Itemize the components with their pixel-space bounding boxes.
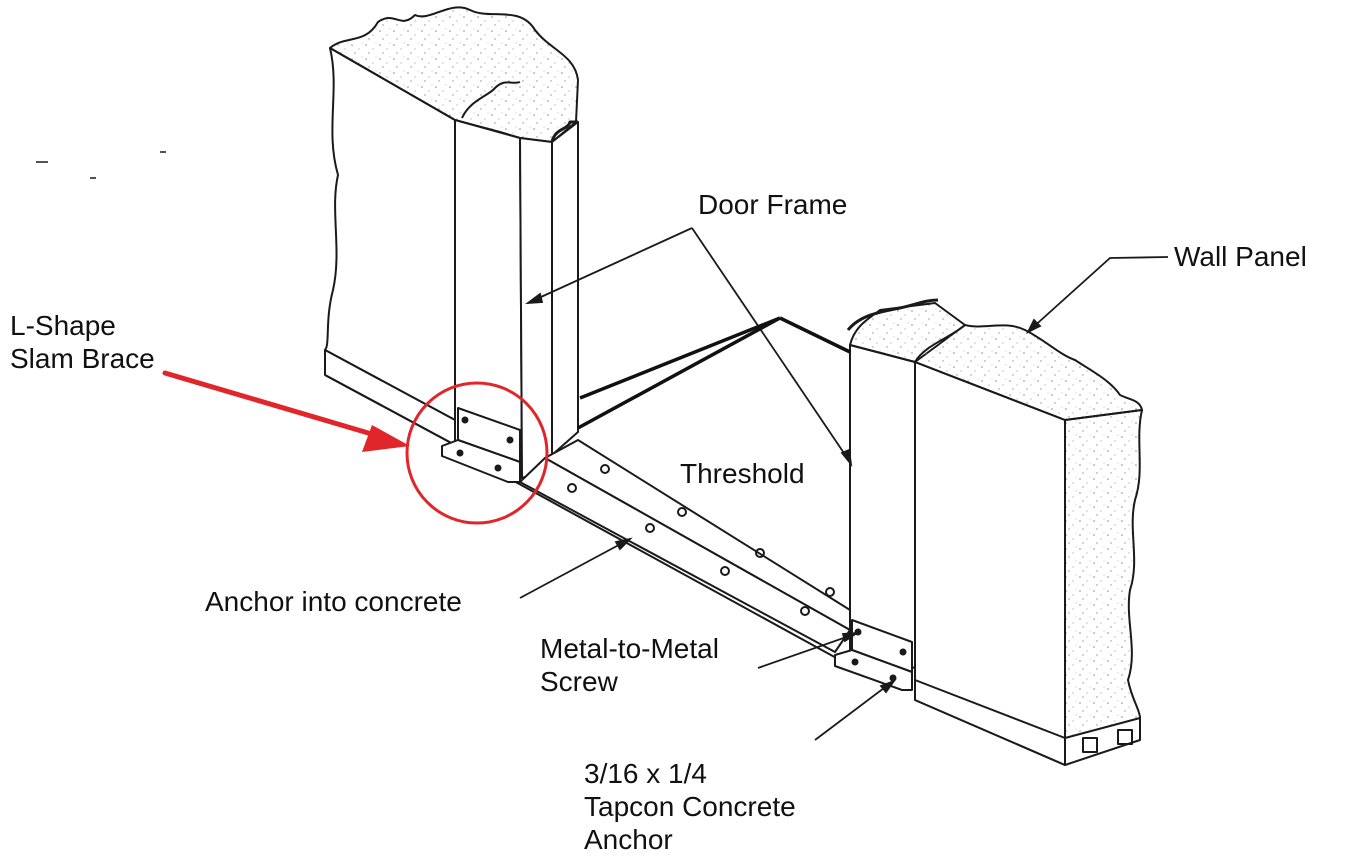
wall-panel-leader (1029, 256, 1169, 331)
brace-screw (456, 449, 464, 457)
right-wall-panel (914, 324, 1143, 766)
slam-brace-label-line: L-Shape (10, 310, 116, 341)
red-arrow-head (362, 425, 410, 452)
tapcon-label-line: Tapcon Concrete (584, 791, 796, 822)
right-jamb-face (849, 344, 916, 669)
slam-brace-label-line: Slam Brace (10, 343, 155, 374)
door-frame-leader-left (529, 227, 693, 303)
brace-screw (461, 416, 469, 424)
left-panel-foam-seam (461, 81, 521, 119)
wall-panel-leader-arrow (1025, 318, 1042, 335)
tapcon-label-line: Anchor (584, 824, 673, 855)
door-frame-leader-right (691, 227, 851, 463)
threshold-pointer-b (577, 316, 781, 430)
metal-screw-label: Metal-to-Metal Screw (540, 632, 719, 698)
threshold-hole (825, 587, 835, 597)
threshold-hole (677, 507, 687, 517)
threshold-hole (600, 464, 610, 474)
right-jamb-top-break (846, 298, 939, 331)
screw-leader (757, 633, 856, 669)
stray-marks (36, 151, 166, 179)
red-arrow-shaft (162, 370, 395, 443)
left-panel-front-face (324, 47, 456, 421)
threshold-pointer-lines (577, 316, 851, 430)
tapcon-anchor-label: 3/16 x 1/4 Tapcon Concrete Anchor (584, 757, 796, 856)
panel-channel-slot (1117, 729, 1133, 745)
threshold-hole (800, 606, 810, 616)
threshold-hole (645, 523, 655, 533)
threshold-hole (567, 483, 577, 493)
slam-brace-label: L-Shape Slam Brace (10, 309, 155, 375)
wall-panel-label: Wall Panel (1174, 241, 1307, 272)
door-frame-label: Door Frame (698, 189, 848, 220)
right-door-jamb (846, 298, 966, 669)
left-wall-panel (324, 6, 579, 446)
panel-channel-slot (1082, 737, 1098, 753)
threshold-pointer-a (579, 316, 781, 400)
left-jamb-return (519, 137, 553, 479)
left-slam-brace (441, 407, 521, 483)
right-panel-end-face (1064, 409, 1143, 766)
tapcon-leader (814, 681, 893, 741)
right-panel-base-front (914, 679, 1066, 739)
tapcon-leader-arrow (879, 679, 897, 694)
anchor-leader-arrow (614, 537, 633, 551)
brace-screw (494, 464, 502, 472)
right-slam-brace (834, 619, 913, 691)
left-jamb-top-break (550, 120, 578, 143)
threshold-plate (519, 439, 851, 653)
brace-screw (899, 648, 907, 656)
metal-screw-label-line: Metal-to-Metal (540, 633, 719, 664)
right-panel-front-face (914, 361, 1066, 766)
brace-screw (506, 436, 514, 444)
threshold-hole (720, 566, 730, 576)
screw-leader-arrow (841, 631, 861, 643)
left-jamb-stop (551, 121, 579, 456)
left-door-jamb (454, 119, 579, 479)
anchor-into-concrete-label: Anchor into concrete (205, 586, 462, 617)
door-frame-leader-right-arrow (840, 448, 853, 468)
slam-brace-highlight (162, 370, 549, 525)
threshold-hole (755, 548, 765, 558)
leader-lines (519, 227, 1169, 741)
door-frame-leader-left-arrow (525, 292, 544, 305)
metal-screw-label-line: Screw (540, 666, 618, 697)
threshold-pointer-c (779, 316, 851, 354)
brace-screw (851, 658, 859, 666)
tapcon-label-line: 3/16 x 1/4 (584, 758, 707, 789)
highlight-circle (405, 381, 549, 525)
anchor-leader (519, 539, 629, 599)
threshold-label: Threshold (680, 458, 805, 489)
left-panel-top-surface (329, 6, 579, 143)
right-panel-top-surface (914, 324, 1143, 421)
